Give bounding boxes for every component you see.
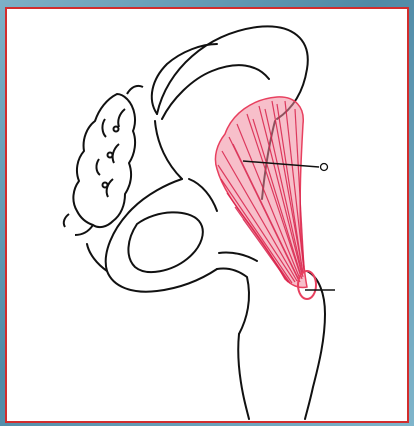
sacrum-outline bbox=[64, 86, 143, 235]
origin-marker-circle bbox=[321, 164, 328, 171]
anatomy-diagram bbox=[7, 9, 407, 421]
illustration-panel: o bbox=[5, 7, 409, 423]
